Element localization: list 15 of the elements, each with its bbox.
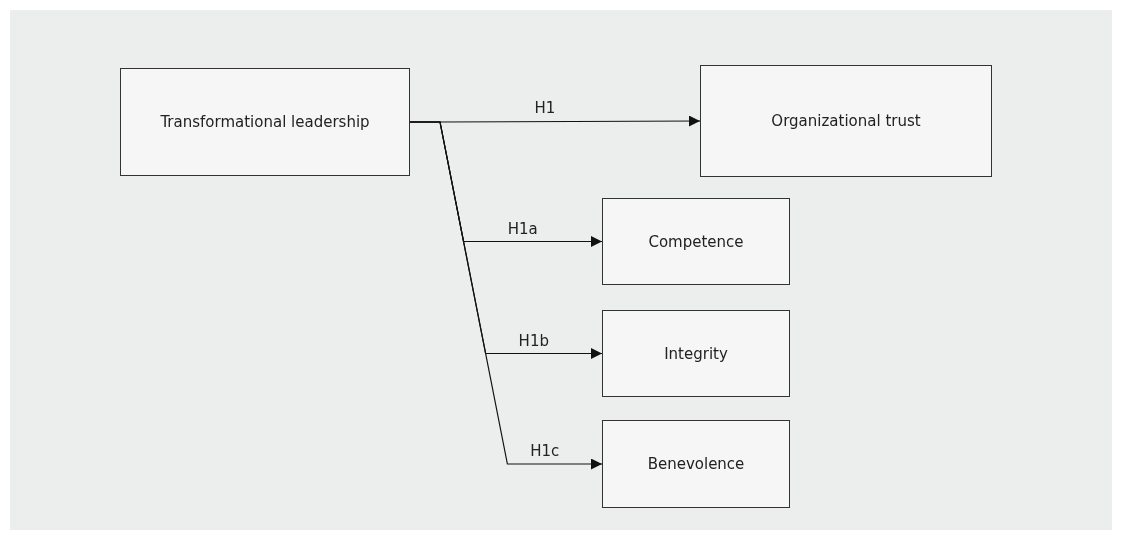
concept-box bbox=[120, 68, 410, 176]
edge-label: H1 bbox=[534, 99, 556, 117]
concept-label: Competence bbox=[648, 232, 744, 251]
edge-label: H1b bbox=[518, 331, 549, 350]
concept-box bbox=[602, 198, 790, 285]
concept-box bbox=[602, 420, 790, 508]
concept-label: Transformational leadership bbox=[160, 113, 370, 131]
edge-label: H1a bbox=[507, 219, 538, 238]
edge-label: H1c bbox=[530, 442, 560, 460]
concept-label: Organizational trust bbox=[771, 112, 921, 130]
concept-label: Benevolence bbox=[647, 455, 745, 473]
concept-label: Integrity bbox=[664, 344, 728, 363]
arrow bbox=[409, 121, 603, 470]
concept-box bbox=[700, 65, 992, 177]
concept-box bbox=[602, 310, 790, 397]
